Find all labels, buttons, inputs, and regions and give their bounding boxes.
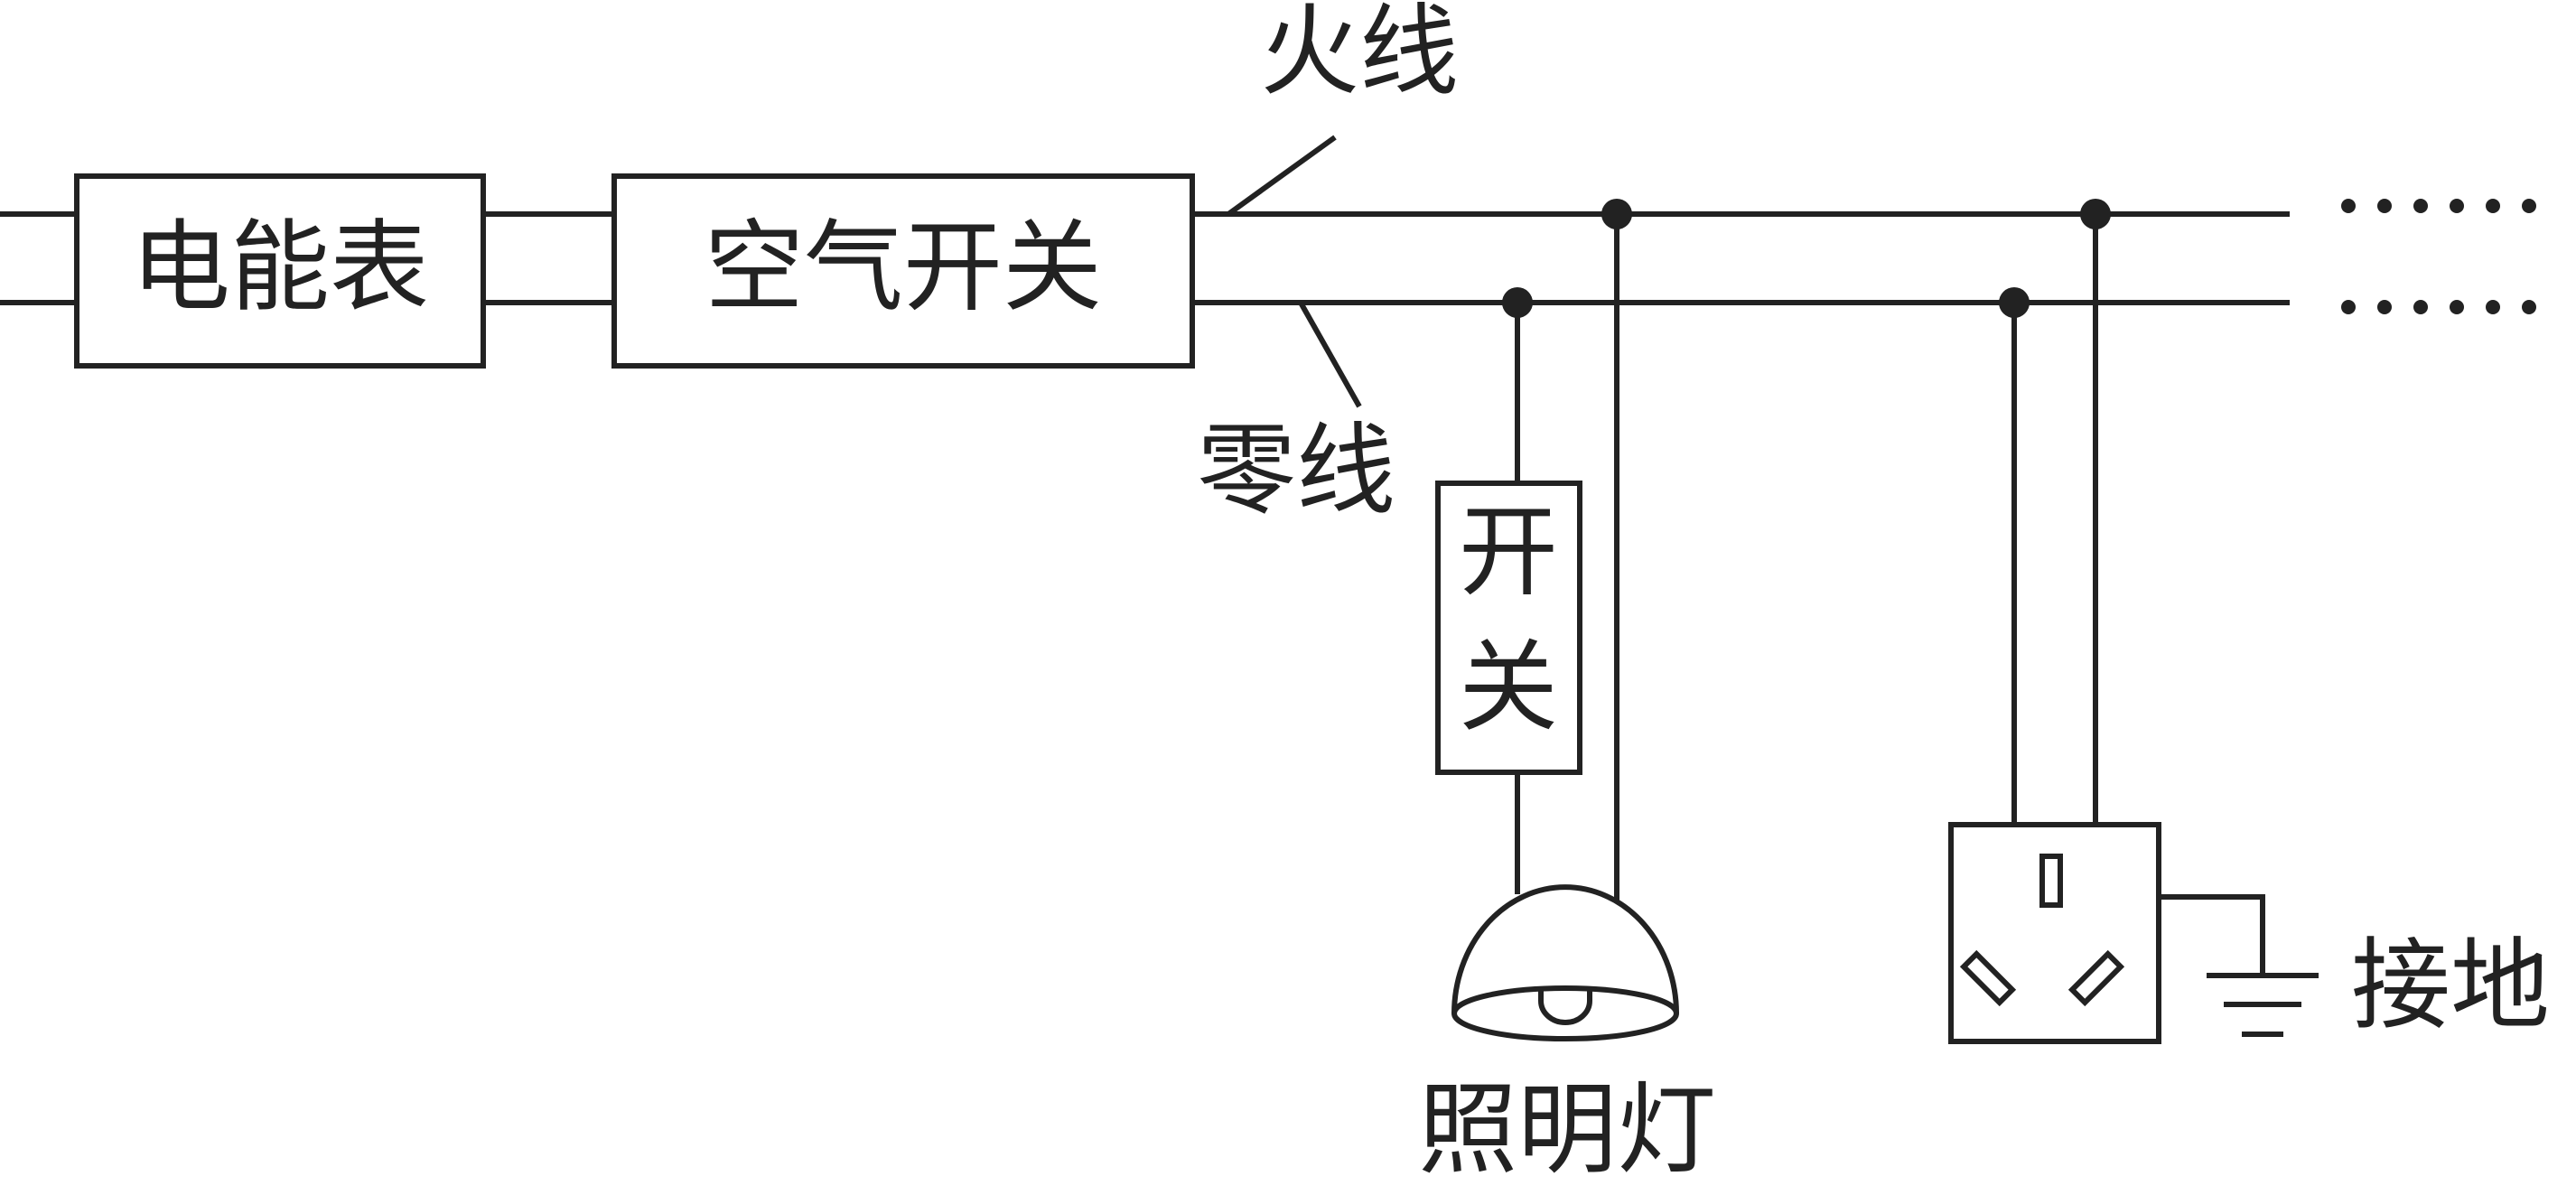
lamp-label: 照明灯 xyxy=(1418,1072,1716,1188)
neutral-wire-label: 零线 xyxy=(1197,413,1395,528)
socket-left-slot-icon xyxy=(1959,949,2017,1007)
lamp-bulb-icon xyxy=(1538,988,1592,1025)
lamp-rim xyxy=(1451,985,1679,1041)
socket-box xyxy=(1948,822,2161,1044)
lamp: 照明灯 xyxy=(1418,884,1716,1188)
energy-meter-box xyxy=(74,173,486,369)
air-circuit-breaker-label: 空气开关 xyxy=(705,210,1102,325)
continuation-dots xyxy=(2341,199,2536,314)
ground-wire xyxy=(2159,894,2265,976)
wall-switch: 开 关 xyxy=(1435,481,1582,775)
ground-symbol-icon xyxy=(2207,973,2319,1037)
socket-right-slot-icon xyxy=(2067,949,2125,1007)
wall-switch-label-bottom: 关 xyxy=(1459,630,1558,745)
energy-meter: 电能表 xyxy=(74,173,486,369)
lamp-shade xyxy=(1451,884,1679,1014)
wall-switch-box xyxy=(1435,481,1582,775)
energy-meter-label: 电能表 xyxy=(131,210,429,325)
live-wire-label: 火线 xyxy=(1260,0,1459,109)
live-wire-leader xyxy=(1227,135,1337,217)
neutral-wire-leader xyxy=(1298,301,1362,408)
wall-switch-label-top: 开 xyxy=(1459,494,1558,610)
air-circuit-breaker: 空气开关 xyxy=(611,173,1195,369)
ground-label: 接地 xyxy=(2351,928,2550,1043)
socket-earth-slot-icon xyxy=(2039,854,2063,908)
air-circuit-breaker-box xyxy=(611,173,1195,369)
three-pin-socket xyxy=(1948,822,2161,1044)
